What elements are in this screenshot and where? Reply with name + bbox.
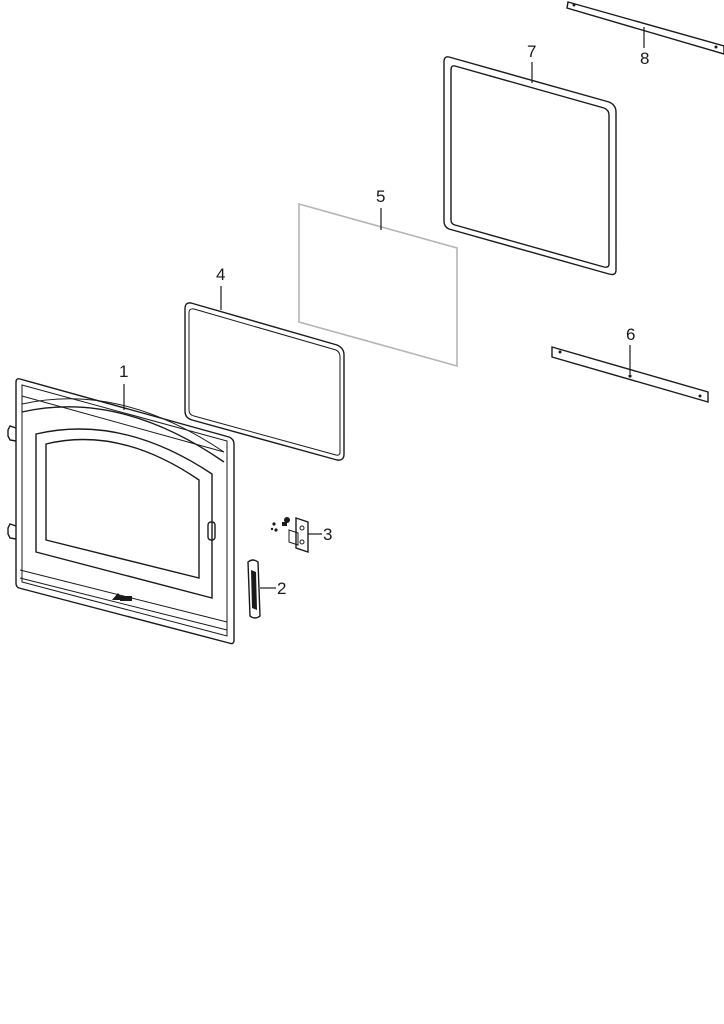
- part-handle: [247, 559, 276, 619]
- callout-1: 1: [119, 362, 128, 381]
- callout-7: 7: [527, 42, 536, 61]
- part-door: [7, 378, 235, 645]
- door-logo: [112, 593, 132, 601]
- part-gasket: [184, 286, 345, 461]
- part-latch: [270, 517, 322, 553]
- part-upper-bracket: [566, 1, 724, 55]
- part-frame: [443, 56, 617, 276]
- part-lower-bracket: [551, 345, 709, 403]
- callout-5: 5: [376, 187, 385, 206]
- callout-2: 2: [277, 579, 286, 598]
- part-glass: [298, 202, 458, 368]
- callout-6: 6: [626, 325, 635, 344]
- callout-8: 8: [640, 49, 649, 68]
- callout-3: 3: [323, 525, 332, 544]
- callout-4: 4: [216, 265, 225, 284]
